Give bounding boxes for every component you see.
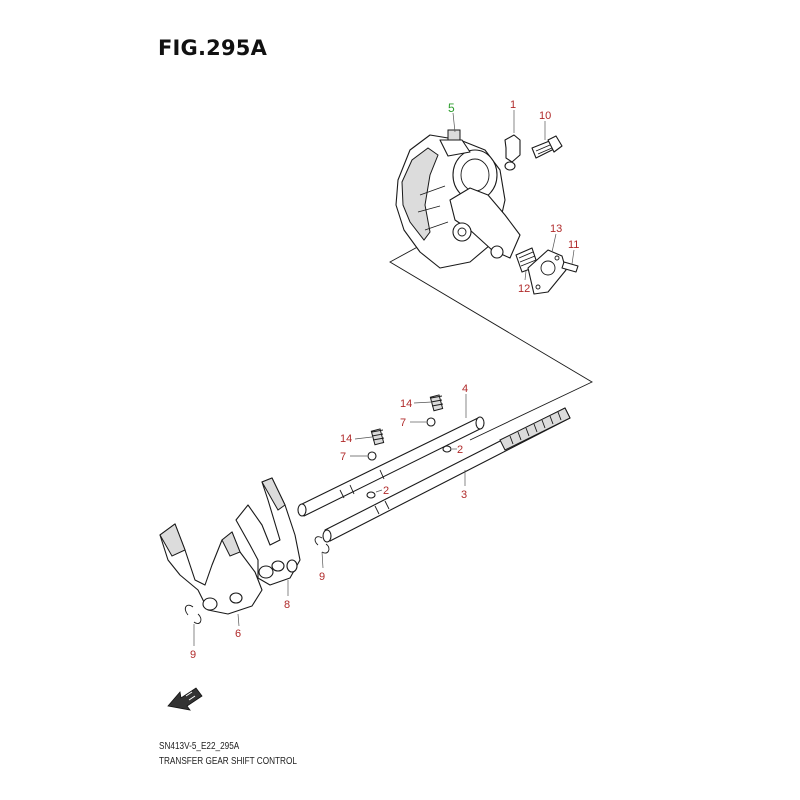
callout-11: 11 <box>568 239 579 251</box>
part-2-pin-upper <box>442 445 452 453</box>
callout-5: 5 <box>448 101 455 115</box>
part-14-spring-upper <box>429 394 444 412</box>
callout-7-upper: 7 <box>400 417 406 429</box>
callout-13: 13 <box>550 223 562 235</box>
part-3-shift-shaft <box>322 407 571 543</box>
part-7-ball-lower <box>367 451 377 461</box>
part-14-spring-lower <box>370 428 385 446</box>
part-6-shift-fork <box>159 523 263 615</box>
callout-14-upper: 14 <box>400 398 412 410</box>
callout-7-lower: 7 <box>340 451 346 463</box>
figure-code: SN413V-5_E22_295A <box>159 741 240 752</box>
part-11-screw <box>561 261 579 273</box>
callout-6: 6 <box>235 628 241 640</box>
part-7-ball-upper <box>426 417 436 427</box>
callout-2-lower: 2 <box>383 485 389 497</box>
part-4-shift-rod <box>297 416 485 517</box>
front-arrow-icon <box>167 687 203 711</box>
callout-9-right: 9 <box>319 571 325 583</box>
figure-title: FIG.295A <box>158 36 268 60</box>
callout-12: 12 <box>518 283 530 295</box>
callout-1: 1 <box>510 99 516 111</box>
part-8-shift-fork <box>235 477 301 586</box>
part-10-bolt <box>531 135 563 159</box>
part-2-pin-lower <box>366 491 376 499</box>
callout-4: 4 <box>462 383 468 395</box>
callout-9-left: 9 <box>190 649 196 661</box>
part-13-plate <box>527 249 567 295</box>
part-9-circlip-right <box>314 536 330 554</box>
part-1-lever-clip <box>504 134 521 171</box>
part-9-circlip-left <box>184 604 202 625</box>
callout-14-lower: 14 <box>340 433 352 445</box>
leader-lines <box>193 110 575 646</box>
callout-3: 3 <box>461 489 467 501</box>
shift-control-housing <box>395 129 521 269</box>
callout-2-upper: 2 <box>457 444 463 456</box>
callout-8: 8 <box>284 599 290 611</box>
callout-10: 10 <box>539 110 551 122</box>
figure-description: TRANSFER GEAR SHIFT CONTROL <box>159 756 297 767</box>
